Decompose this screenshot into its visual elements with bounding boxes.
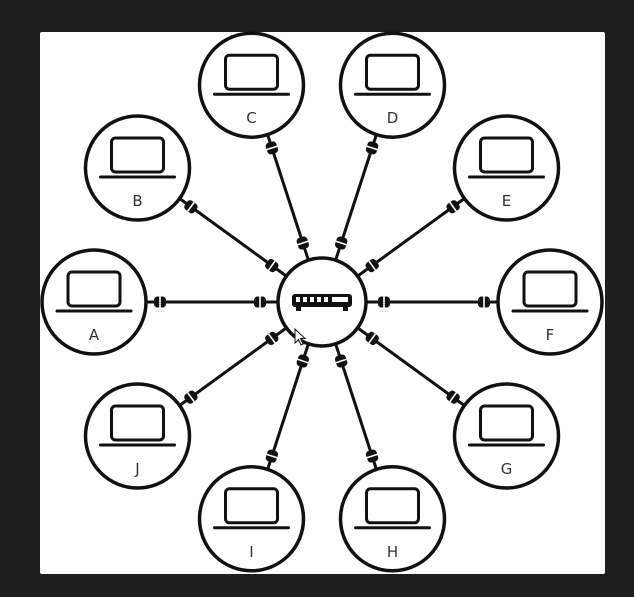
laptop-icon bbox=[213, 487, 290, 530]
laptop-icon bbox=[511, 270, 589, 313]
link-g bbox=[356, 326, 466, 407]
node-label: J bbox=[134, 460, 139, 478]
ethernet-plug-icon bbox=[184, 200, 198, 214]
ethernet-plug-icon bbox=[446, 390, 460, 404]
hub-switch[interactable] bbox=[276, 256, 368, 348]
ethernet-plug-icon bbox=[265, 449, 279, 463]
node-c[interactable]: C bbox=[197, 31, 306, 139]
laptop-icon bbox=[468, 404, 545, 447]
node-f[interactable]: F bbox=[496, 248, 604, 356]
ethernet-plug-icon bbox=[265, 331, 279, 345]
link-e bbox=[356, 197, 466, 278]
network-switch-icon bbox=[292, 294, 352, 311]
link-i bbox=[265, 342, 310, 471]
ethernet-plug-icon bbox=[446, 200, 460, 214]
node-d[interactable]: D bbox=[338, 31, 447, 139]
ethernet-plug-icon bbox=[296, 236, 309, 250]
node-e[interactable]: E bbox=[452, 114, 561, 222]
ethernet-plug-icon bbox=[265, 141, 279, 155]
ethernet-plug-icon bbox=[378, 296, 390, 308]
node-label: D bbox=[387, 109, 399, 127]
ethernet-plug-icon bbox=[365, 449, 379, 463]
node-label: G bbox=[501, 460, 513, 478]
node-a[interactable]: A bbox=[40, 248, 148, 356]
node-h[interactable]: H bbox=[338, 465, 447, 573]
laptop-icon bbox=[99, 404, 176, 447]
node-layer: A B C D E F G H I J bbox=[40, 31, 604, 573]
ethernet-plug-icon bbox=[365, 259, 379, 273]
node-i[interactable]: I bbox=[197, 465, 306, 573]
link-f bbox=[364, 296, 500, 308]
ethernet-plug-icon bbox=[365, 141, 379, 155]
laptop-icon bbox=[55, 270, 133, 313]
node-label: F bbox=[546, 326, 555, 344]
link-b bbox=[178, 197, 288, 278]
link-d bbox=[334, 133, 379, 262]
node-label: C bbox=[246, 109, 256, 127]
ethernet-plug-icon bbox=[296, 354, 309, 368]
ethernet-plug-icon bbox=[254, 296, 266, 308]
ethernet-plug-icon bbox=[478, 296, 490, 308]
ethernet-plug-icon bbox=[365, 331, 379, 345]
laptop-icon bbox=[99, 136, 176, 179]
laptop-icon bbox=[213, 53, 290, 96]
mouse-cursor-icon bbox=[294, 327, 307, 346]
node-b[interactable]: B bbox=[83, 114, 192, 222]
hub-layer bbox=[276, 256, 368, 348]
ethernet-plug-icon bbox=[335, 354, 348, 368]
laptop-icon bbox=[354, 53, 431, 96]
node-label: B bbox=[132, 192, 142, 210]
node-label: H bbox=[387, 543, 398, 561]
link-h bbox=[334, 342, 379, 471]
laptop-icon bbox=[354, 487, 431, 530]
node-label: E bbox=[502, 192, 511, 210]
node-label: I bbox=[249, 543, 253, 561]
node-g[interactable]: G bbox=[452, 382, 561, 490]
ethernet-plug-icon bbox=[154, 296, 166, 308]
ethernet-plug-icon bbox=[184, 390, 198, 404]
ethernet-plug-icon bbox=[265, 259, 279, 273]
laptop-icon bbox=[468, 136, 545, 179]
ethernet-plug-icon bbox=[335, 236, 348, 250]
link-layer bbox=[144, 133, 500, 471]
link-c bbox=[265, 133, 310, 262]
link-j bbox=[178, 326, 288, 407]
node-j[interactable]: J bbox=[83, 382, 192, 490]
link-a bbox=[144, 296, 280, 308]
node-label: A bbox=[89, 326, 100, 344]
